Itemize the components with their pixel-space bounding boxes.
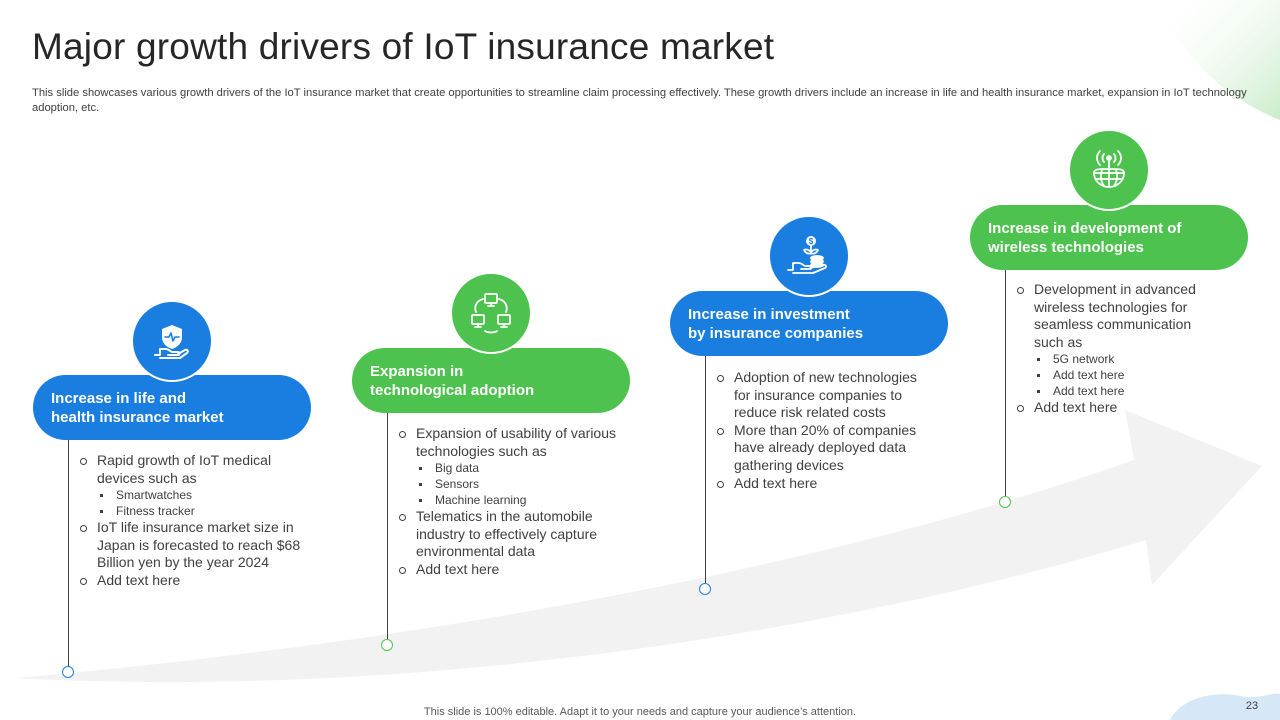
svg-text:$: $: [809, 237, 814, 246]
list-item: Sensors: [416, 476, 637, 492]
timeline-dot: [381, 639, 393, 651]
driver-title-pill: Increase in investment by insurance comp…: [670, 291, 948, 356]
driver-bullets: Adoption of new technologies for insuran…: [715, 369, 937, 492]
list-item: Add text here: [1015, 399, 1215, 417]
page-number: 23: [1245, 700, 1259, 712]
driver-icon-circle: [1068, 129, 1150, 211]
list-item: Adoption of new technologies for insuran…: [715, 369, 937, 422]
driver-icon-circle: $: [768, 215, 850, 297]
driver-title: Increase in life and health insurance ma…: [51, 389, 224, 426]
driver-title: Increase in development of wireless tech…: [988, 219, 1182, 256]
sub-bullets: Smartwatches Fitness tracker: [97, 487, 318, 519]
list-item: More than 20% of companies have already …: [715, 422, 937, 475]
driver-title-pill: Expansion in technological adoption: [352, 348, 630, 413]
timeline-connector: [1005, 270, 1006, 496]
driver-icon-circle: [131, 300, 213, 382]
hand-coins-icon: $: [787, 236, 827, 274]
list-item: Smartwatches: [97, 487, 318, 503]
timeline-connector: [705, 356, 706, 583]
bullet-text: Expansion of usability of various techno…: [416, 425, 616, 459]
shield-hand-icon: [154, 325, 189, 359]
list-item: 5G network: [1034, 351, 1215, 367]
timeline-dot: [62, 666, 74, 678]
wireless-globe-icon: [1093, 150, 1125, 188]
timeline-connector: [68, 440, 69, 666]
corner-decoration-top-right: [1160, 0, 1280, 120]
timeline-dot: [999, 496, 1011, 508]
timeline-connector: [387, 413, 388, 639]
driver-bullets: Development in advanced wireless technol…: [1015, 281, 1215, 417]
list-item: Add text here: [1034, 367, 1215, 383]
list-item: Add text here: [715, 475, 937, 493]
driver-title: Expansion in technological adoption: [370, 362, 535, 399]
list-item: Add text here: [78, 572, 318, 590]
driver-title-pill: Increase in life and health insurance ma…: [33, 375, 311, 440]
timeline-dot: [699, 583, 711, 595]
list-item: Add text here: [1034, 383, 1215, 399]
sub-bullets: Big data Sensors Machine learning: [416, 460, 637, 508]
list-item: Telematics in the automobile industry to…: [397, 508, 637, 561]
footer-note: This slide is 100% editable. Adapt it to…: [423, 706, 857, 718]
bullet-text: Development in advanced wireless technol…: [1034, 281, 1196, 350]
list-item: Rapid growth of IoT medical devices such…: [78, 452, 318, 519]
driver-bullets: Rapid growth of IoT medical devices such…: [78, 452, 318, 590]
corner-decoration-bottom-right: [1170, 693, 1280, 720]
sub-bullets: 5G network Add text here Add text here: [1034, 351, 1215, 399]
driver-icon-circle: [450, 272, 532, 354]
list-item: Machine learning: [416, 492, 637, 508]
list-item: Expansion of usability of various techno…: [397, 425, 637, 508]
driver-bullets: Expansion of usability of various techno…: [397, 425, 637, 579]
list-item: Fitness tracker: [97, 503, 318, 519]
list-item: Add text here: [397, 561, 637, 579]
list-item: IoT life insurance market size in Japan …: [78, 519, 318, 572]
page-subtitle: This slide showcases various growth driv…: [32, 87, 1247, 114]
bullet-text: Rapid growth of IoT medical devices such…: [97, 452, 272, 486]
list-item: Development in advanced wireless technol…: [1015, 281, 1215, 399]
driver-title-pill: Increase in development of wireless tech…: [970, 205, 1248, 270]
list-item: Big data: [416, 460, 637, 476]
network-computers-icon: [471, 293, 511, 334]
driver-title: Increase in investment by insurance comp…: [688, 305, 864, 342]
page-title: Major growth drivers of IoT insurance ma…: [32, 26, 775, 67]
